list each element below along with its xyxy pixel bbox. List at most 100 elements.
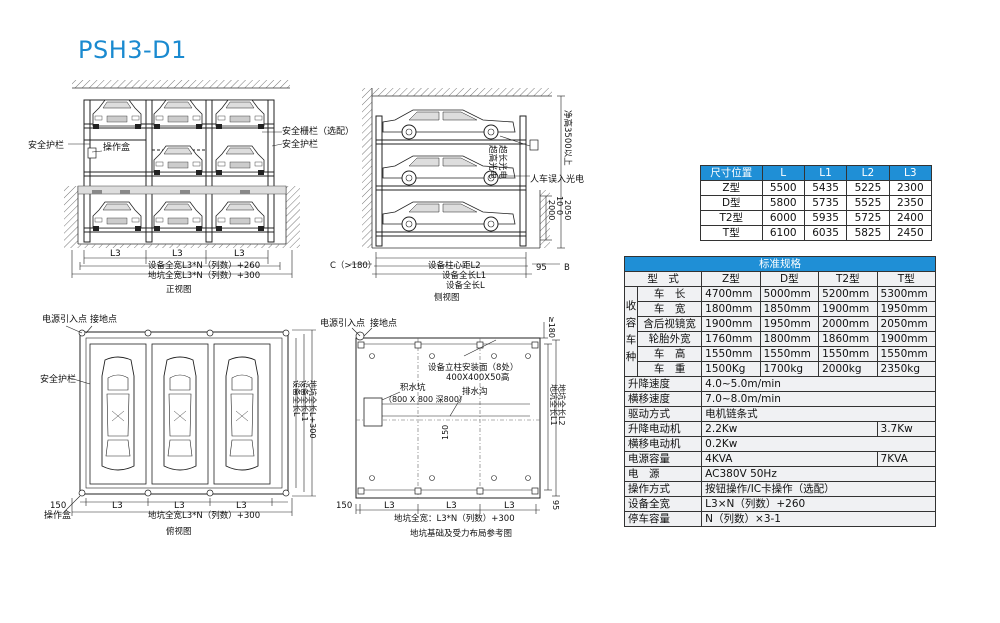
- top-l3-b: L3: [174, 501, 185, 511]
- dim-header-cell: L3: [888, 165, 933, 181]
- spec-extra: 7KVA: [876, 451, 937, 467]
- pit-l3-c: L3: [504, 501, 515, 511]
- side-over-length-label: 超长光电: [497, 145, 508, 180]
- spec-cell: 1900mm: [701, 316, 761, 332]
- spec-cell: 1860mm: [818, 331, 878, 347]
- spec-cell: 1850mm: [759, 301, 820, 317]
- spec-value: 7.0~8.0m/min: [701, 391, 936, 407]
- spec-cell: 1800mm: [701, 301, 761, 317]
- spec-cell: 5300mm: [876, 286, 937, 302]
- side-l: 设备全长L: [446, 280, 485, 291]
- pit-len1: 地坑全长L1: [549, 384, 559, 426]
- spec-label: 横移电动机: [623, 436, 703, 452]
- table-row: 电源容量 4KVA 7KVA: [623, 451, 937, 467]
- spec-header-cell: D型: [759, 271, 820, 287]
- dim-cell: 2300: [888, 180, 933, 196]
- dim-cell: 5735: [803, 195, 848, 211]
- table-row: 驱动方式 电机链条式: [623, 406, 936, 422]
- top-power-label: 电源引入点: [42, 313, 87, 325]
- spec-header-row: 型 式 Z型 D型 T2型 T型: [623, 271, 937, 287]
- dim-header-cell: 尺寸位置: [700, 165, 763, 181]
- dim-cell: 5935: [803, 210, 848, 226]
- side-l1: 设备全长L1: [442, 270, 486, 281]
- front-view: [64, 80, 300, 278]
- spec-value: 4.0~5.0m/min: [701, 376, 936, 392]
- spec-cell: 含后视镜宽: [636, 316, 703, 332]
- spec-cell: 1760mm: [701, 331, 761, 347]
- spec-value: 按钮操作/IC卡操作（选配）: [701, 481, 936, 497]
- side-d95: 95: [536, 263, 547, 273]
- front-equip-width: 设备全宽L3*N（列数）+260: [148, 260, 260, 271]
- spec-value: L3×N（列数）+260: [701, 496, 936, 512]
- spec-value: 电机链条式: [701, 406, 936, 422]
- table-row: 横移电动机 0.2Kw: [623, 436, 936, 452]
- front-guardrail-left-label: 安全护栏: [28, 139, 64, 151]
- top-ground-label: 接地点: [90, 313, 117, 325]
- spec-label: 设备全宽: [623, 496, 703, 512]
- dim-cell: 6000: [761, 210, 805, 226]
- table-row: D型 5800 5735 5525 2350: [700, 195, 933, 211]
- spec-cell: 1550mm: [876, 346, 937, 362]
- dim-cell: 5825: [846, 225, 890, 241]
- spec-cell: 2000kg: [818, 361, 878, 377]
- top-pit-len: 地坑全长L+300: [308, 380, 318, 438]
- spec-group-label: 收容车种: [624, 286, 638, 377]
- top-l3-c: L3: [236, 501, 247, 511]
- table-row: 停车容量 N（列数）×3-1: [623, 511, 936, 527]
- dim-cell: 2450: [888, 225, 933, 241]
- dimensions-header-row: 尺寸位置 L L1 L2 L3: [700, 165, 933, 181]
- table-row: 横移速度 7.0~8.0m/min: [623, 391, 936, 407]
- spec-title: 标准规格: [624, 256, 936, 272]
- spec-label: 横移速度: [623, 391, 703, 407]
- table-row: T型 6100 6035 5825 2450: [700, 225, 933, 241]
- front-l3-b: L3: [172, 249, 183, 259]
- pit-d150: 150: [336, 501, 352, 511]
- spec-header-cell: T2型: [818, 271, 878, 287]
- spec-header-cell: T型: [876, 271, 937, 287]
- dim-cell: 5225: [846, 180, 890, 196]
- side-c-label: C（>180）: [330, 260, 376, 271]
- spec-table: 标准规格 型 式 Z型 D型 T2型 T型 收容车种 车 长 4700mm 50…: [623, 256, 937, 527]
- pit-sump-label: 积水坑: [400, 382, 426, 393]
- top-control-box-label: 操作盒: [44, 509, 71, 521]
- top-d150: 150: [50, 501, 66, 511]
- side-l2: 设备柱心距L2: [428, 260, 481, 271]
- table-row: 轮胎外宽 1760mm 1800mm 1860mm 1900mm: [625, 331, 937, 347]
- pit-len2: 地坑全长L2: [557, 384, 567, 426]
- side-d2000: 2000: [547, 200, 556, 220]
- spec-cell: 1950mm: [876, 301, 937, 317]
- front-caption: 正视图: [166, 284, 192, 295]
- spec-group-label-text: 收容车种: [625, 299, 637, 363]
- spec-value: N（列数）×3-1: [701, 511, 936, 527]
- spec-label: 驱动方式: [623, 406, 703, 422]
- dimensions-table: 尺寸位置 L L1 L2 L3 Z型 5500 5435 5225 2300 D…: [700, 165, 933, 241]
- top-pit-width: 地坑全宽L3*N（列数）+300: [148, 510, 260, 521]
- spec-value: 2.2Kw: [701, 421, 878, 437]
- spec-value: 0.2Kw: [701, 436, 936, 452]
- top-l3-a: L3: [112, 501, 123, 511]
- technical-drawings: 安全护栏 操作盒 安全栅栏（选配） 安全护栏 L3 L3 L3 设备全宽L3*N…: [28, 80, 584, 539]
- top-guardrail-label: 安全护栏: [40, 373, 76, 385]
- dim-cell: 6100: [761, 225, 805, 241]
- table-row: 车 宽 1800mm 1850mm 1900mm 1950mm: [625, 301, 937, 317]
- dim-header-cell: L1: [803, 165, 848, 181]
- top-view: [63, 325, 316, 516]
- dim-cell: T型: [700, 225, 763, 241]
- front-pit-width: 地坑全宽L3*N（列数）+300: [148, 270, 260, 281]
- table-row: 升降速度 4.0~5.0m/min: [623, 376, 936, 392]
- pit-power-label: 电源引入点: [320, 317, 365, 329]
- spec-extra: 3.7Kw: [876, 421, 937, 437]
- dim-cell: 2400: [888, 210, 933, 226]
- spec-cell: 车 高: [636, 346, 703, 362]
- spec-label: 停车容量: [623, 511, 703, 527]
- table-row: 收容车种 车 长 4700mm 5000mm 5200mm 5300mm: [624, 286, 937, 377]
- table-row: 升降电动机 2.2Kw 3.7Kw: [623, 421, 937, 437]
- spec-cell: 5200mm: [818, 286, 878, 302]
- pit-column-plate-label: 设备立柱安装面（8处）: [428, 362, 518, 373]
- spec-cell: 2000mm: [818, 316, 878, 332]
- table-row: 车 重 1500Kg 1700kg 2000kg 2350kg: [625, 361, 937, 377]
- pit-width: 地坑全宽：L3*N（列数）+300: [394, 513, 515, 524]
- side-over-height-label: 超高光电: [487, 145, 498, 180]
- spec-label: 升降电动机: [623, 421, 703, 437]
- dim-header-cell: L: [761, 165, 805, 181]
